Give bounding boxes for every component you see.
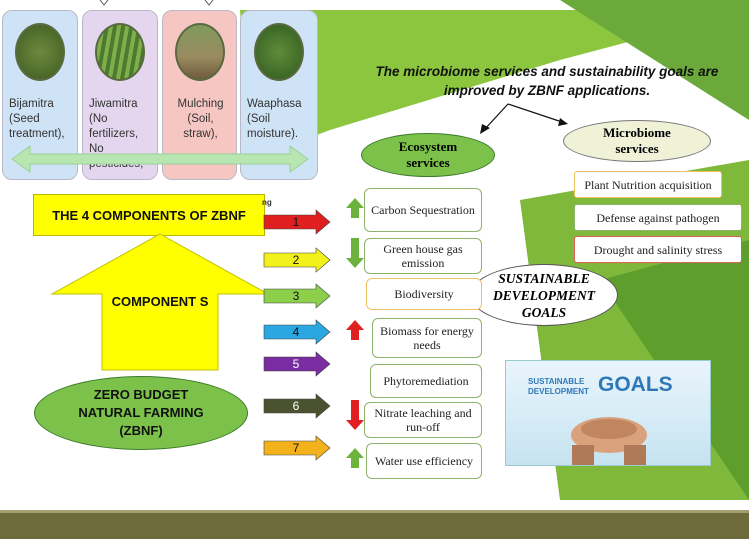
up-arrow-icon — [346, 448, 364, 468]
tick-marks — [99, 0, 214, 6]
ecosystem-item-label: Carbon Sequestration — [371, 203, 475, 217]
numbered-arrow-2: 2 — [263, 247, 331, 273]
caption-arrows — [480, 103, 568, 134]
ecosystem-header-text: Ecosystem services — [398, 139, 458, 170]
sdg-goals: GOALS — [598, 373, 673, 396]
ecosystem-item-label: Phytoremediation — [383, 374, 469, 388]
title-text: THE 4 COMPONENTS OF ZBNF — [52, 207, 246, 223]
trend-arrows — [346, 198, 364, 468]
down-arrow-icon — [346, 400, 364, 430]
component-label: Bijamitra (Seed treatment), — [9, 98, 65, 140]
microbiome-item-label: Plant Nutrition acquisition — [584, 177, 712, 192]
component-label: Waaphasa (Soil moisture). — [247, 98, 302, 140]
sdg-ellipse: SUSTAINABLE DEVELOPMENT GOALS — [470, 264, 618, 326]
down-arrow-icon — [346, 238, 364, 268]
microbiome-item-label: Drought and salinity stress — [593, 242, 723, 257]
numbered-arrow-label: 1 — [293, 215, 300, 229]
microbiome-item: Plant Nutrition acquisition — [574, 171, 722, 198]
ecosystem-item-label: Water use efficiency — [374, 454, 474, 468]
microbiome-item: Defense against pathogen — [574, 204, 742, 231]
numbered-arrow-label: 6 — [293, 399, 300, 413]
numbered-arrow-label: 7 — [293, 441, 300, 455]
zbnf-ellipse: ZERO BUDGET NATURAL FARMING (ZBNF) — [34, 376, 248, 450]
microbiome-header-text: Microbiome services — [603, 125, 671, 156]
numbered-arrows: 1 2 3 4 5 6 7 — [263, 209, 331, 461]
numbered-arrow-label: 5 — [293, 357, 300, 371]
ecosystem-item: Green house gas emission — [364, 238, 482, 274]
arrow-label: COMPONENT S — [111, 294, 209, 309]
numbered-arrow-label: 4 — [293, 325, 300, 339]
sdg-line1: SUSTAINABLE — [528, 377, 585, 386]
ecosystem-item: Phytoremediation — [370, 364, 482, 398]
ecosystem-header: Ecosystem services — [361, 133, 495, 177]
ecosystem-item-label: Green house gas emission — [383, 242, 463, 270]
numbered-arrow-6: 6 — [263, 393, 331, 419]
numbered-arrow-3: 3 — [263, 283, 331, 309]
component-card-bijamitra: Bijamitra (Seed treatment), — [2, 10, 78, 180]
title-box: THE 4 COMPONENTS OF ZBNF — [33, 194, 265, 236]
numbered-arrow-5: 5 — [263, 351, 331, 377]
component-card-mulching: Mulching (Soil, straw), — [162, 10, 237, 180]
ecosystem-item: Carbon Sequestration — [364, 188, 482, 232]
double-arrow-icon — [11, 145, 309, 173]
zbnf-label: ZERO BUDGET NATURAL FARMING (ZBNF) — [78, 387, 204, 438]
component-label: Mulching (Soil, straw), — [177, 98, 224, 140]
sdg-line2: DEVELOPMENT — [528, 387, 589, 396]
cupped-hands-icon — [571, 417, 647, 465]
numbered-arrow-label: 3 — [293, 289, 300, 303]
microbiome-header: Microbiome services — [563, 120, 711, 162]
fragment-text: ng — [262, 198, 272, 207]
sdg-banner-image: SUSTAINABLE DEVELOPMENT GOALS — [505, 360, 711, 466]
ecosystem-item: Biomass for energy needs — [372, 318, 482, 358]
ecosystem-item-label: Biomass for energy needs — [380, 324, 474, 352]
numbered-arrow-4: 4 — [263, 319, 331, 345]
numbered-arrow-7: 7 — [263, 435, 331, 461]
ecosystem-item: Nitrate leaching and run-off — [364, 402, 482, 438]
numbered-arrow-label: 2 — [293, 253, 300, 267]
crop-photo-icon — [95, 23, 145, 81]
seed-photo-icon — [15, 23, 65, 81]
microbiome-item: Drought and salinity stress — [574, 236, 742, 263]
ecosystem-item: Biodiversity — [366, 278, 482, 310]
ecosystem-item-label: Nitrate leaching and run-off — [374, 406, 472, 434]
microbiome-item-label: Defense against pathogen — [596, 210, 720, 225]
sdg-label: SUSTAINABLE DEVELOPMENT GOALS — [492, 270, 595, 320]
up-arrow-icon — [346, 320, 364, 340]
up-arrow-icon — [50, 233, 270, 371]
ecosystem-item-label: Biodiversity — [394, 287, 454, 301]
component-card-waaphasa: Waaphasa (Soil moisture). — [240, 10, 318, 180]
numbered-arrow-1: 1 — [263, 209, 331, 235]
ecosystem-item: Water use efficiency — [366, 443, 482, 479]
seedling-photo-icon — [254, 23, 304, 81]
caption-text: The microbiome services and sustainabili… — [375, 64, 719, 98]
up-arrow-icon — [346, 198, 364, 218]
mulch-photo-icon — [174, 23, 225, 81]
